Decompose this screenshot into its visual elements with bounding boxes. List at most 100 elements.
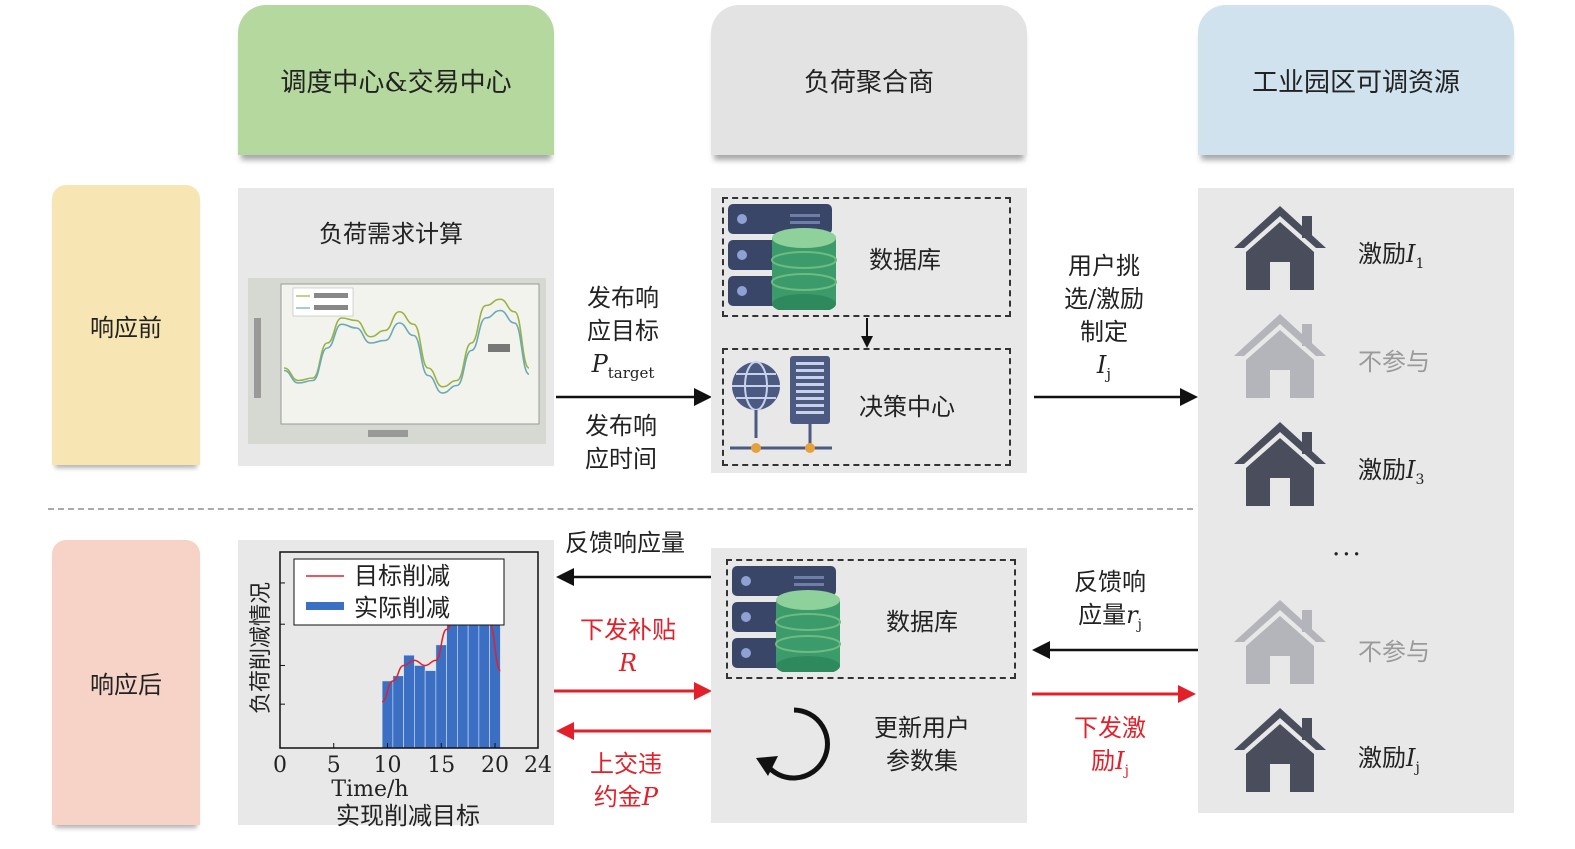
actual-reduction-bar — [478, 613, 490, 749]
actual-reduction-bar — [414, 665, 426, 749]
feedback-right-line2: 应量rj — [1050, 599, 1170, 642]
decision-center-icon — [730, 356, 832, 453]
house-icon — [1234, 206, 1326, 290]
column-header-dispatch: 调度中心&交易中心 — [238, 5, 554, 155]
subsidy-line1: 下发补贴 — [580, 616, 676, 644]
row-title-after: 响应后 — [90, 671, 162, 699]
user-select-line2: 选/激励 — [1063, 285, 1145, 313]
feedback-arrow-left — [556, 568, 712, 586]
resource-sym: I — [1406, 240, 1416, 268]
feedback-label-left: 反馈响应量 — [565, 529, 685, 557]
resource-label: 激励I1 — [1358, 234, 1424, 272]
refresh-icon — [756, 707, 830, 781]
update-line2: 参数集 — [886, 747, 958, 775]
penalty-arrow — [556, 722, 712, 740]
resource-sub: j — [1415, 759, 1420, 776]
mini-chart-series-line — [283, 309, 530, 394]
database-label-after: 数据库 — [886, 608, 958, 636]
row-header-after: 响应后 — [52, 540, 200, 825]
ij-sym: I — [1096, 351, 1107, 379]
house-icon — [1234, 314, 1326, 398]
house-icon — [1234, 708, 1326, 792]
update-line1: 更新用户 — [874, 714, 970, 742]
resource-text: 激励 — [1358, 240, 1406, 268]
load-demand-title: 负荷需求计算 — [319, 220, 463, 248]
resource-sym: I — [1406, 744, 1416, 772]
resource-sub: 1 — [1415, 255, 1425, 272]
incentive-line1: 下发激 — [1074, 714, 1146, 742]
database-label: 数据库 — [869, 246, 941, 274]
resource-label: 不参与 — [1358, 348, 1430, 376]
resource-label: 激励I3 — [1358, 450, 1424, 488]
resource-item: 激励Ij — [1232, 704, 1512, 794]
update-params-label: 更新用户 参数集 — [852, 712, 992, 778]
penalty-label: 上交违 约金P — [566, 748, 686, 814]
database-server-icon — [732, 566, 841, 672]
load-demand-mini-chart — [248, 278, 546, 444]
publish-arrow — [556, 388, 712, 406]
actual-reduction-bar — [467, 608, 480, 749]
resource-label: 激励Ij — [1358, 738, 1420, 776]
incentive-symbol: I — [1115, 747, 1125, 775]
resource-item: 不参与 — [1232, 596, 1512, 686]
feedback-arrow-right — [1032, 641, 1198, 659]
x-tick-label: 24 — [524, 753, 552, 778]
chart-x-axis-label: Time/h — [331, 777, 408, 802]
feedback-right-line1: 反馈响 — [1074, 568, 1146, 596]
rj-symbol: r — [1126, 601, 1138, 629]
decision-center-label: 决策中心 — [859, 393, 955, 421]
row-title-before: 响应前 — [90, 313, 162, 342]
row-header-before: 响应前 — [52, 185, 200, 465]
ij-sub: j — [1106, 364, 1112, 383]
incentive-sub: j — [1124, 762, 1129, 779]
x-tick-label: 15 — [427, 753, 455, 778]
incentive-arrow — [1032, 685, 1196, 703]
publish-time-label: 发布响 应时间 — [566, 410, 676, 476]
column-title-dispatch: 调度中心&交易中心 — [280, 67, 512, 98]
resource-item: 激励I3 — [1232, 418, 1512, 508]
chart-legend: 目标削减 实际削减 — [293, 558, 505, 626]
incentive-text: 励 — [1091, 747, 1116, 775]
mini-chart-series-line — [283, 298, 530, 388]
actual-reduction-bar — [424, 670, 437, 749]
x-tick-label: 0 — [273, 753, 287, 778]
x-tick-label: 10 — [374, 753, 402, 778]
publish-target-line1: 发布响 — [587, 284, 659, 312]
p-target-sym: P — [591, 350, 608, 378]
legend-target: 目标削减 — [354, 562, 450, 590]
resource-list: 激励I1 不参与 激励I3 ... 不参与 — [1198, 188, 1514, 813]
penalty-line1: 上交违 — [590, 750, 662, 778]
user-select-line1: 用户挑 — [1068, 252, 1140, 280]
resource-item: 激励I1 — [1232, 202, 1512, 292]
publish-target-label: 发布响 应目标 Ptarget — [568, 282, 678, 390]
user-select-label: 用户挑 选/激励 制定 Ij — [1046, 250, 1162, 391]
database-box — [722, 197, 1011, 317]
database-box-after — [726, 559, 1016, 679]
resource-sym: I — [1406, 456, 1416, 484]
feedback-label-right: 反馈响 应量rj — [1050, 566, 1170, 642]
resource-text: 激励 — [1358, 744, 1406, 772]
column-header-resources: 工业园区可调资源 — [1198, 5, 1514, 155]
column-header-aggregator: 负荷聚合商 — [711, 5, 1027, 155]
ij-symbol: Ij — [1046, 349, 1162, 391]
house-icon — [1234, 422, 1326, 506]
penalty-symbol: P — [641, 783, 659, 811]
chart-y-axis-label: 负荷削减情况 — [249, 582, 274, 714]
actual-reduction-bar — [489, 613, 501, 749]
penalty-text: 约金 — [593, 783, 642, 811]
resource-ellipsis: ... — [1332, 532, 1363, 562]
legend-actual: 实际削减 — [354, 594, 450, 622]
x-tick-label: 5 — [327, 753, 341, 778]
subsidy-arrow — [554, 682, 712, 700]
resource-label: 不参与 — [1358, 638, 1430, 666]
subsidy-symbol: R — [618, 649, 638, 677]
penalty-line2: 约金P — [566, 781, 686, 814]
actual-reduction-bar — [392, 675, 404, 749]
incentive-line2: 励Ij — [1050, 745, 1170, 788]
rj-sub: j — [1137, 616, 1142, 633]
subsidy-sym: R — [568, 647, 688, 680]
resource-sub: 3 — [1415, 471, 1425, 488]
database-server-icon — [728, 204, 837, 310]
column-title-aggregator: 负荷聚合商 — [803, 67, 934, 98]
